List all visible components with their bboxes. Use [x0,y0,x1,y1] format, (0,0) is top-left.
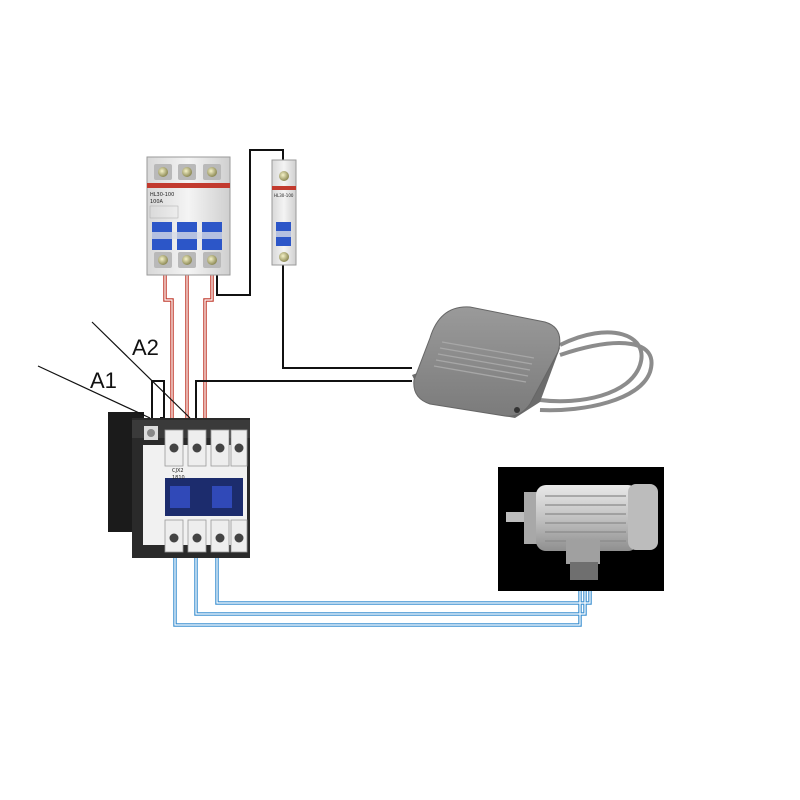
single-breaker-model-text: HL30-100 [274,193,294,198]
input-phase-wires-core [164,265,213,435]
foot-pedal-switch [412,306,654,418]
a2-leader-line [91,321,191,419]
input-wire-l1 [163,265,174,435]
breaker-model-text: HL30-100 [150,192,174,198]
a1-label: A1 [90,368,117,393]
contactor-bottom-terminals [164,519,248,553]
contactor-rating-text: 1810 [172,475,185,481]
three-pole-circuit-breaker: HL30-100 100A [146,156,231,276]
pedal-cable [539,330,654,413]
pedal-top [413,306,561,417]
control-wires [151,149,412,437]
three-phase-motor [498,467,664,591]
a1-leader-line [37,365,151,419]
breaker-handles [152,222,222,250]
ac-contactor: CJX2 1810 [108,412,250,558]
output-phase-wires-core [174,555,591,626]
coil-terminal-labels: A2 A1 [37,321,191,419]
input-wire-l3 [203,265,214,435]
contactor-top-terminals [144,426,248,467]
control-wire-breaker-link [216,149,284,296]
breaker-top-terminals [154,164,221,180]
single-pole-circuit-breaker: HL30-100 [271,159,297,266]
breaker-bottom-terminals [154,252,221,268]
contactor-model-text: CJX2 [172,468,184,474]
pedal-grip-ridges [433,341,535,383]
control-wire-pedal-to-a2 [195,380,412,435]
a2-label: A2 [132,335,159,360]
breaker-rating-text: 100A [150,199,164,205]
control-wire-to-pedal-top [282,265,412,369]
